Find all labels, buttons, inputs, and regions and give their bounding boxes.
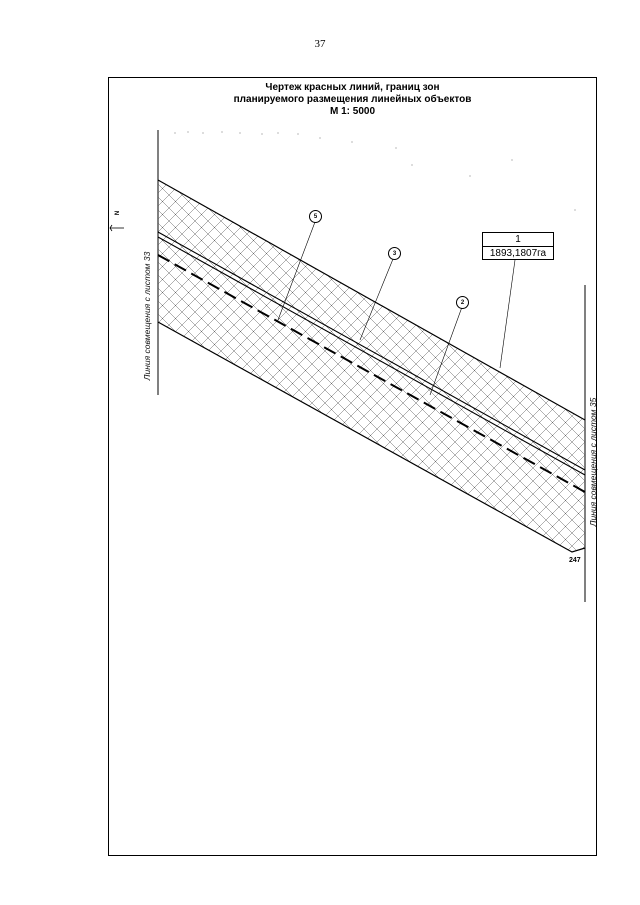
north-label: N	[115, 210, 122, 216]
basemap-dots	[174, 131, 576, 211]
leader-5	[277, 221, 316, 321]
point-label: 247	[569, 557, 581, 564]
leader-parcel	[499, 259, 516, 369]
axis-line-a	[157, 231, 586, 471]
leader-2	[429, 306, 463, 396]
marker-5: 5	[309, 210, 322, 223]
parcel-number: 1	[483, 233, 553, 247]
corridor-boundary	[157, 179, 586, 421]
drawing-title: Чертеж красных линий, границ зон планиру…	[108, 82, 597, 118]
hatched-zone	[158, 180, 585, 552]
parcel-label: 1 1893,1807га	[482, 232, 554, 260]
marker-2: 2	[456, 296, 469, 309]
title-line-1: Чертеж красных линий, границ зон	[265, 82, 440, 93]
dashed-line	[157, 254, 586, 493]
title-line-3: М 1: 5000	[329, 106, 376, 117]
leader-3	[359, 258, 394, 341]
north-arrow-icon	[109, 224, 124, 232]
axis-line-b	[157, 236, 586, 476]
right-match-label: Линия совмещения с листом 35	[588, 397, 598, 527]
page-number: 37	[314, 38, 326, 50]
drawing-frame	[108, 77, 597, 856]
marker-3: 3	[388, 247, 401, 260]
left-match-label: Линия совмещения с листом 33	[142, 251, 152, 381]
parcel-area: 1893,1807га	[489, 248, 547, 259]
title-line-2: планируемого размещения линейных объекто…	[233, 94, 472, 105]
corridor-boundary-lower	[157, 321, 586, 553]
